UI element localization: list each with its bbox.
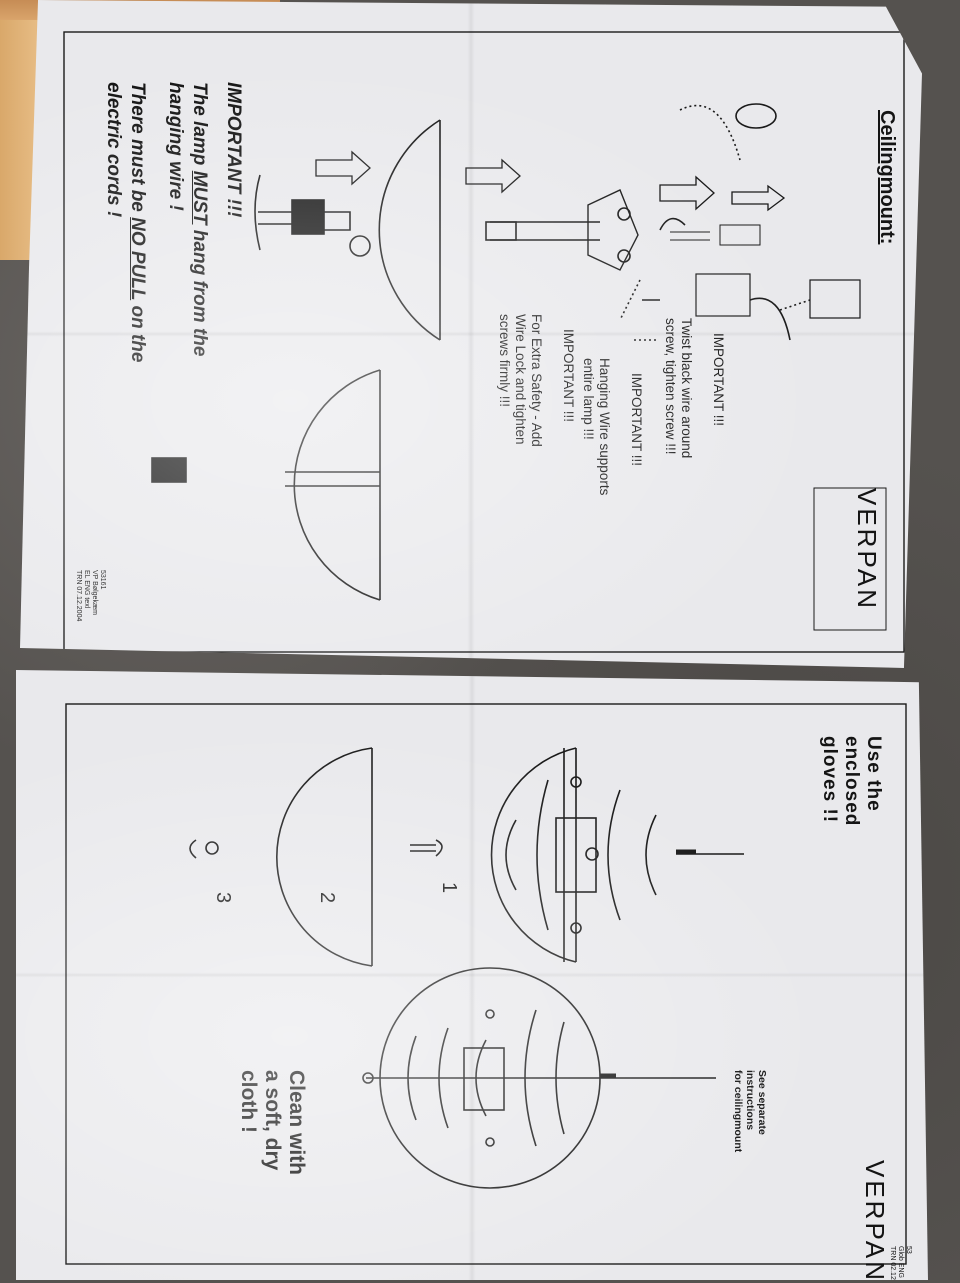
note-twist-wire: IMPORTANT !!! Twist black wire around sc… bbox=[646, 318, 742, 458]
note-safety-text: For Extra Safety - Add Wire Lock and tig… bbox=[497, 314, 544, 447]
step-1-label: 1 bbox=[438, 882, 460, 894]
note-twist-text: Twist black wire around screw, tighten s… bbox=[663, 318, 694, 459]
step-2-label: 2 bbox=[316, 892, 338, 904]
brand-logo-bottom: VERPAN bbox=[860, 1160, 890, 1283]
clean-note: Clean with a soft, dry cloth ! bbox=[237, 1070, 308, 1176]
warning-title: IMPORTANT !!! bbox=[223, 82, 244, 218]
warning-line-3a: There must be bbox=[127, 82, 148, 218]
warning-line-3: There must be NO PULL on the bbox=[126, 82, 148, 362]
note-extra-safety: IMPORTANT !!! For Extra Safety - Add Wir… bbox=[480, 314, 592, 447]
warning-no-pull: NO PULL bbox=[127, 217, 148, 301]
gloves-note: Use the enclosed gloves !! bbox=[819, 736, 884, 827]
footer-code-bottom: 53 Glob ENG TRN 02.12 bbox=[889, 1246, 912, 1280]
warning-line-3c: on the bbox=[127, 300, 148, 363]
page-title: Ceilingmount: bbox=[876, 110, 898, 245]
instruction-sheet-ceilingmount: Ceilingmount: VERPAN IMPORTANT !!! Twist… bbox=[20, 0, 922, 668]
step-3-label: 3 bbox=[212, 892, 234, 904]
instruction-sheet-cleaning: Use the enclosed gloves !! 1 2 3 See sep… bbox=[16, 670, 928, 1280]
ceilingmount-drawing bbox=[63, 31, 905, 653]
warning-line-1: The lamp MUST hang from the bbox=[188, 82, 210, 356]
separate-instructions-note: See separate instructions for ceilingmou… bbox=[732, 1070, 768, 1153]
warning-line-2: hanging wire ! bbox=[165, 82, 186, 211]
warning-line-1a: The lamp bbox=[189, 82, 210, 171]
lamp-assembly-drawing bbox=[65, 703, 907, 1265]
warning-line-1c: hang from the bbox=[189, 224, 210, 357]
warning-must: MUST bbox=[189, 170, 210, 225]
brand-logo: VERPAN bbox=[852, 488, 882, 611]
note-safety-prefix: IMPORTANT !!! bbox=[561, 329, 576, 423]
note-hanging-prefix: IMPORTANT !!! bbox=[629, 373, 644, 467]
warning-line-4: electric cords ! bbox=[103, 82, 124, 218]
footer-code: 53161 VP Bølgekæm EL ENG texl TRN 07.12.… bbox=[75, 570, 106, 622]
note-twist-prefix: IMPORTANT !!! bbox=[711, 333, 726, 427]
